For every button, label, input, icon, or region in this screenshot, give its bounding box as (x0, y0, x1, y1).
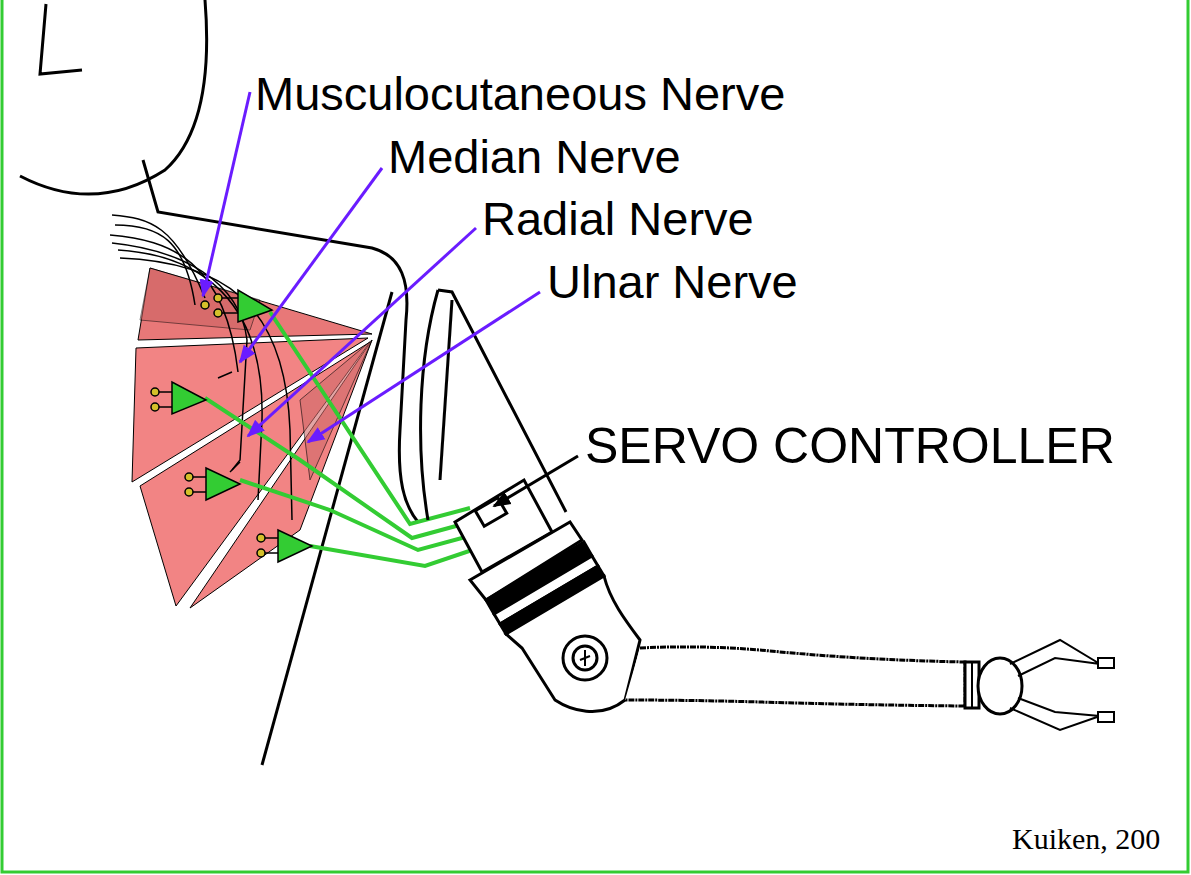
controller-label: SERVO CONTROLLER (585, 421, 1115, 471)
nerve-label: Radial Nerve (482, 195, 754, 242)
nerve-fibres (110, 215, 292, 520)
nerve-label: Median Nerve (388, 133, 681, 180)
nerve-label: Ulnar Nerve (547, 258, 798, 305)
head-outline (20, 0, 207, 194)
muscle-segments (132, 268, 372, 608)
ear-outline (40, 4, 82, 74)
prosthetic-arm (421, 290, 1114, 730)
nerve-label: Musculocutaneous Nerve (255, 70, 785, 117)
citation-note: Kuiken, 200 (1012, 824, 1160, 854)
electrode-amplifiers (151, 290, 312, 562)
